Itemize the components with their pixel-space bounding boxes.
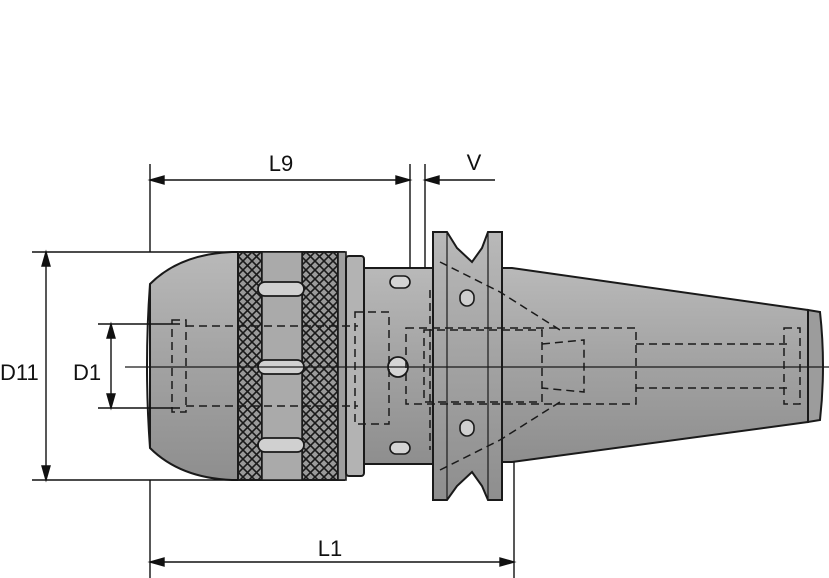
taper-shank (499, 267, 824, 463)
label-l1: L1 (318, 536, 342, 561)
label-d11: D11 (0, 360, 39, 385)
dimension-d11 (32, 249, 238, 483)
knurl-band-right (301, 251, 339, 481)
dimension-l1 (147, 462, 517, 578)
label-l9: L9 (269, 151, 293, 176)
dimension-d1 (98, 321, 180, 411)
chuck-body (146, 251, 365, 481)
hidden-lines (171, 261, 801, 471)
dimension-l9 (147, 164, 413, 268)
flange (432, 231, 503, 501)
label-v: V (467, 150, 482, 175)
label-d1: D1 (73, 360, 101, 385)
dimension-v (422, 164, 495, 268)
neck (363, 267, 434, 465)
